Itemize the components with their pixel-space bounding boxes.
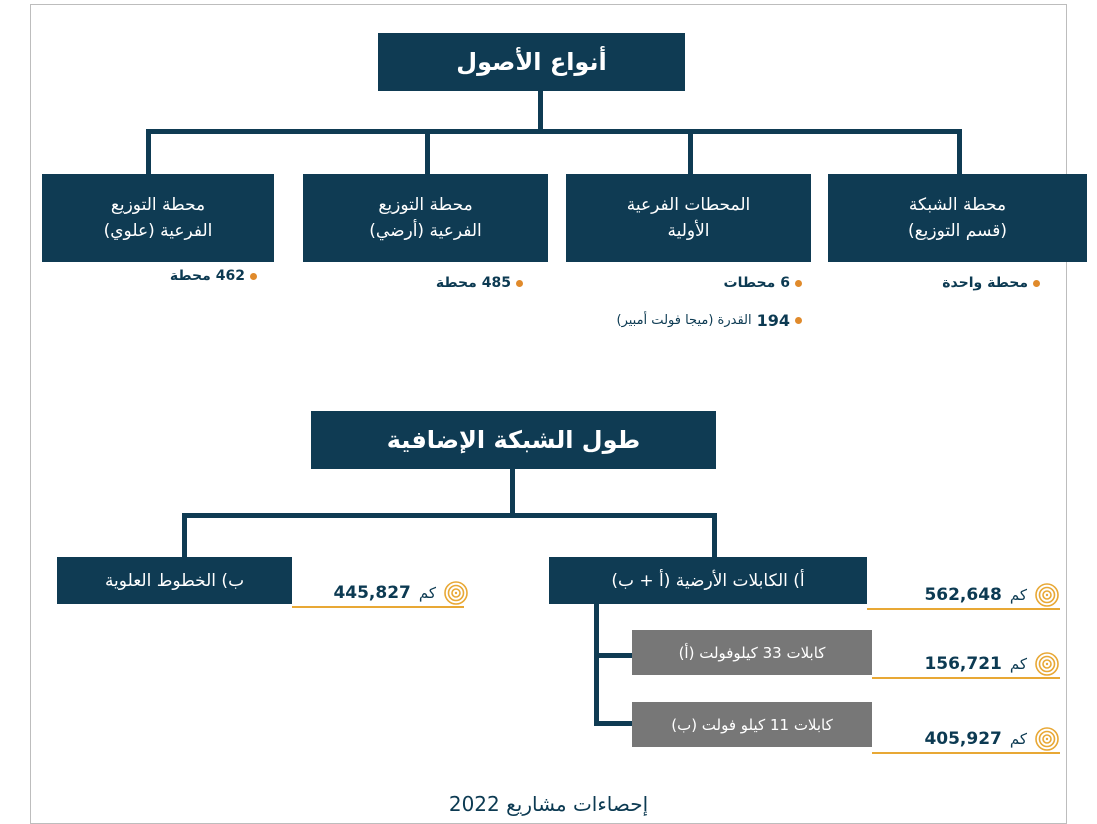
stat-text: محطة — [169, 268, 211, 284]
connector-line — [957, 129, 962, 174]
length-value: 562,648 — [924, 585, 1002, 605]
unit-label: كم — [1009, 655, 1027, 673]
underline — [867, 608, 1060, 610]
stat-value: 6 — [780, 275, 790, 291]
underline — [872, 752, 1060, 754]
connector-line — [182, 513, 187, 557]
connector-line — [688, 129, 693, 174]
cable-33kv-box: كابلات 33 كيلوفولت (أ) — [632, 630, 872, 675]
asset-type-ground-substation: محطة التوزيع الفرعية (أرضي) — [303, 174, 548, 262]
bullet-icon — [250, 272, 257, 280]
cable-33kv-length: كم 156,721 — [884, 649, 1059, 679]
primary-substations-stat: 6 محطات — [724, 275, 802, 291]
underline — [872, 677, 1060, 679]
asset-type-grid-station: محطة الشبكة (قسم التوزيع) — [828, 174, 1087, 262]
connector-line — [510, 469, 515, 517]
stat-value: 462 — [215, 268, 245, 284]
connector-line — [146, 129, 151, 174]
overhead-substation-stat: 462 محطة — [170, 268, 257, 284]
cable-11kv-length: كم 405,927 — [884, 724, 1059, 754]
connector-line — [182, 513, 717, 518]
length-value: 156,721 — [924, 654, 1002, 674]
bullet-icon — [1033, 279, 1040, 287]
ground-substation-stat: 485 محطة — [436, 275, 523, 291]
connector-line — [146, 129, 962, 134]
unit-label: كم — [418, 584, 436, 602]
footer-caption: إحصاءات مشاريع 2022 — [448, 792, 649, 816]
cable-11kv-box: كابلات 11 كيلو فولت (ب) — [632, 702, 872, 747]
connector-line — [712, 513, 717, 557]
stat-text: محطات — [723, 275, 776, 291]
length-value: 405,927 — [924, 729, 1002, 749]
cable-coil-icon — [1035, 652, 1059, 676]
cable-coil-icon — [444, 581, 468, 605]
overhead-lines-box: ب) الخطوط العلوية — [57, 557, 292, 604]
stat-value: 194 — [756, 311, 790, 330]
asset-type-primary-substations: المحطات الفرعية الأولية — [566, 174, 811, 262]
underground-length: كم 562,648 — [884, 580, 1059, 610]
stat-value: 485 — [481, 275, 511, 291]
primary-substations-capacity: 194 القدرة (ميجا فولت أمبير) — [616, 311, 802, 330]
unit-label: كم — [1009, 730, 1027, 748]
cable-coil-icon — [1035, 727, 1059, 751]
unit-label: كم — [1009, 586, 1027, 604]
connector-line — [425, 129, 430, 174]
underline — [292, 606, 464, 608]
length-value: 445,827 — [333, 583, 411, 603]
connector-line — [538, 91, 543, 133]
asset-type-overhead-substation: محطة التوزيع الفرعية (علوي) — [42, 174, 274, 262]
connector-line — [594, 653, 632, 658]
underground-cables-box: أ) الكابلات الأرضية (أ + ب) — [549, 557, 867, 604]
connector-line — [594, 721, 632, 726]
bullet-icon — [516, 279, 523, 287]
bullet-icon — [795, 317, 802, 324]
stat-text: محطة — [435, 275, 477, 291]
cable-coil-icon — [1035, 583, 1059, 607]
network-length-title: طول الشبكة الإضافية — [311, 411, 716, 469]
stat-text: محطة واحدة — [942, 275, 1028, 291]
stat-text: القدرة (ميجا فولت أمبير) — [616, 313, 752, 328]
asset-types-title: أنواع الأصول — [378, 33, 685, 91]
bullet-icon — [795, 279, 802, 287]
grid-station-stat: محطة واحدة — [942, 275, 1040, 291]
overhead-length: كم 445,827 — [296, 578, 468, 608]
connector-line — [594, 604, 599, 726]
